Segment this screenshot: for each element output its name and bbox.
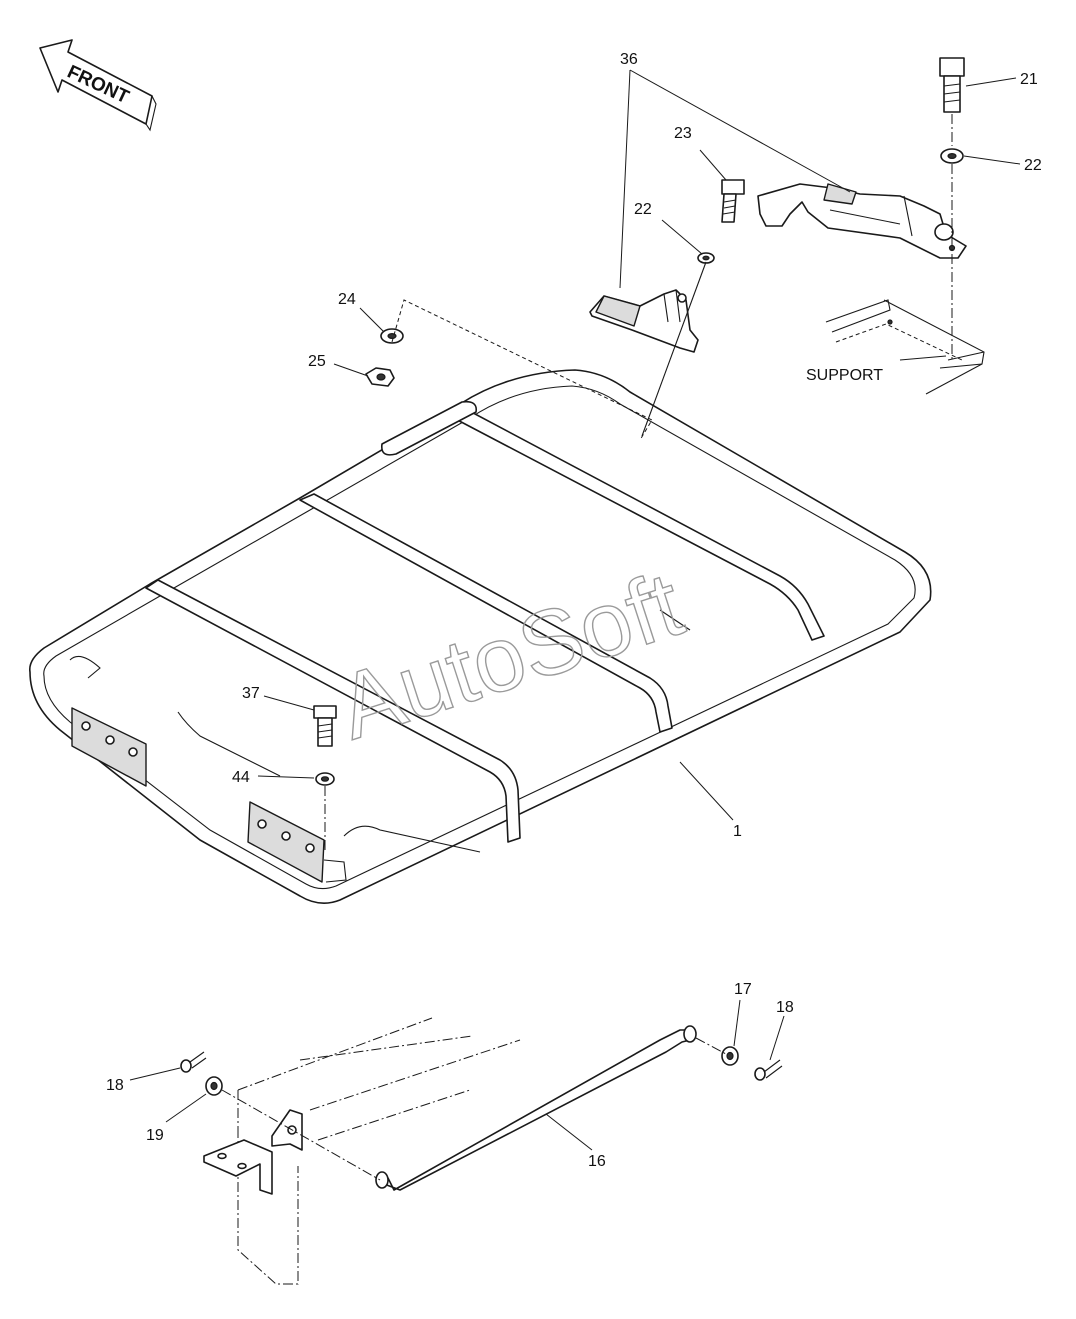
hinge-plate-left <box>71 707 147 787</box>
callout-16: 16 <box>588 1153 606 1170</box>
latch-hook-right <box>757 183 967 259</box>
callout-18-right: 18 <box>776 999 794 1016</box>
nut-25 <box>365 367 395 387</box>
callout-18-left: 18 <box>106 1077 124 1094</box>
washer-19 <box>205 1076 223 1096</box>
washer-22-left <box>697 252 715 264</box>
callout-22-right: 22 <box>1024 157 1042 174</box>
washer-22-right <box>940 148 964 164</box>
bolt-21 <box>939 57 965 113</box>
callout-17: 17 <box>734 981 752 998</box>
callout-22-left: 22 <box>634 201 652 218</box>
bolt-37 <box>313 705 337 747</box>
leader-lines <box>129 69 1021 1151</box>
callout-37: 37 <box>242 685 260 702</box>
front-direction-arrow: FRONT <box>39 39 157 132</box>
callout-23: 23 <box>674 125 692 142</box>
canopy-roof-panel <box>28 369 932 904</box>
callout-24: 24 <box>338 291 356 308</box>
callout-36: 36 <box>620 51 638 68</box>
callout-1: 1 <box>733 823 742 840</box>
support-rod-16 <box>375 1025 697 1191</box>
clip-18-left <box>180 1051 207 1073</box>
washer-24 <box>380 328 404 344</box>
bolt-23 <box>721 179 745 223</box>
clip-18-right <box>754 1059 783 1081</box>
support-frame <box>825 299 985 395</box>
callout-labels: 36 23 22 21 22 24 25 SUPPORT 37 44 1 17 … <box>106 51 1042 1170</box>
callout-19: 19 <box>146 1127 164 1144</box>
hinge-plate-right <box>247 801 347 883</box>
latch-bracket-left <box>589 289 699 353</box>
callout-21: 21 <box>1020 71 1038 88</box>
washer-44 <box>315 772 335 786</box>
washer-17 <box>721 1046 739 1066</box>
callout-44: 44 <box>232 769 250 786</box>
callout-25: 25 <box>308 353 326 370</box>
support-label: SUPPORT <box>806 367 883 384</box>
